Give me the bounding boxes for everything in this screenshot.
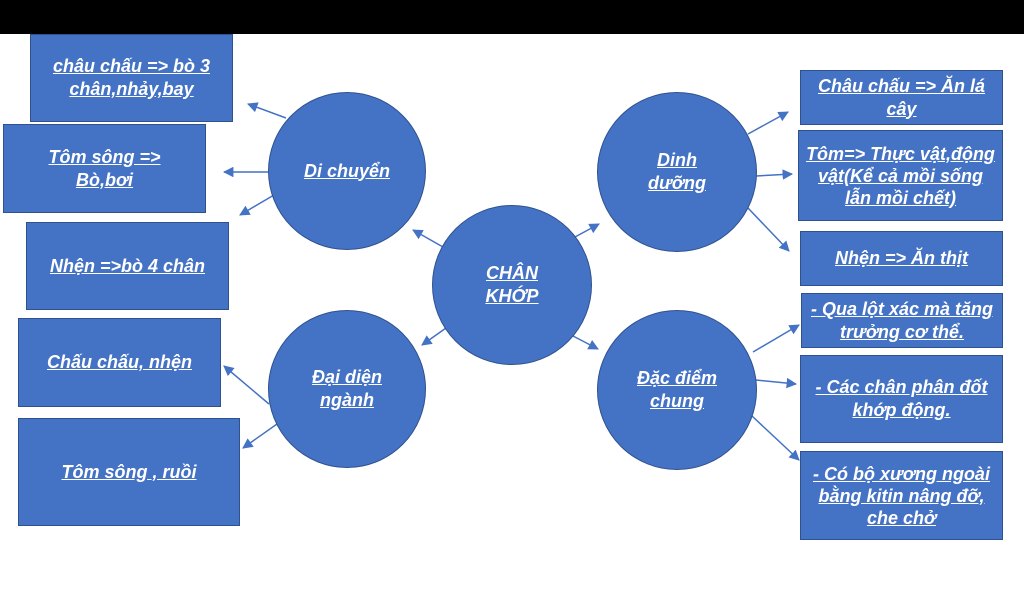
category-node-dai-dien: Đại diện ngành — [268, 310, 426, 468]
category-node-dinh-duong: Dinh dưỡng — [597, 92, 757, 252]
leaf-box-dinh-duong-1: Châu chấu => Ăn lá cây — [800, 70, 1003, 125]
edge-center-dac-diem — [572, 335, 599, 350]
edge-dinh-duong-1 — [747, 111, 789, 135]
category-label-dai-dien: Đại diện ngành — [311, 367, 382, 410]
leaf-text-dai-dien-1: Chấu chấu, nhện — [46, 352, 192, 372]
edge-dac-diem-3 — [751, 415, 800, 461]
edge-di-chuyen-1 — [247, 102, 287, 119]
leaf-box-di-chuyen-2: Tôm sông => Bò,bơi — [3, 124, 206, 213]
leaf-text-dac-diem-2: - Các chân phân đốt khớp động. — [815, 377, 988, 420]
category-label-dac-diem: Đặc điểm chung — [636, 368, 718, 411]
leaf-box-dai-dien-1: Chấu chấu, nhện — [18, 318, 221, 407]
leaf-text-di-chuyen-3: Nhện =>bò 4 chân — [49, 255, 206, 276]
edge-dinh-duong-3 — [747, 207, 790, 252]
leaf-box-dinh-duong-3: Nhện => Ăn thịt — [800, 231, 1003, 286]
leaf-text-dinh-duong-3: Nhện => Ăn thịt — [834, 248, 968, 268]
category-label-dinh-duong: Dinh dưỡng — [648, 150, 706, 193]
category-node-dac-diem: Đặc điểm chung — [597, 310, 757, 470]
leaf-box-dai-dien-2: Tôm sông , ruồi — [18, 418, 240, 526]
leaf-box-dac-diem-1: - Qua lột xác mà tăng trưởng cơ thể. — [801, 293, 1003, 348]
center-node: CHÂN KHỚP — [432, 205, 592, 365]
leaf-text-dac-diem-3: - Có bộ xương ngoài bằng kitin nâng đỡ, … — [813, 463, 990, 528]
leaf-box-dac-diem-3: - Có bộ xương ngoài bằng kitin nâng đỡ, … — [800, 451, 1003, 540]
edge-center-dai-dien — [421, 327, 447, 346]
leaf-box-di-chuyen-3: Nhện =>bò 4 chân — [26, 222, 229, 310]
edge-dai-dien-1 — [223, 365, 270, 405]
top-black-bar — [0, 0, 1024, 34]
leaf-box-di-chuyen-1: châu chấu => bò 3 chân,nhảy,bay — [30, 34, 233, 122]
edge-dac-diem-2 — [755, 377, 798, 389]
edge-center-dinh-duong — [574, 223, 600, 238]
edge-dinh-duong-2 — [755, 169, 794, 180]
edge-dai-dien-2 — [242, 423, 278, 449]
category-node-di-chuyen: Di chuyển — [268, 92, 426, 250]
leaf-text-dinh-duong-1: Châu chấu => Ăn lá cây — [817, 75, 986, 119]
edge-di-chuyen-3 — [239, 194, 275, 216]
center-label: CHÂN KHỚP — [485, 263, 539, 306]
leaf-box-dac-diem-2: - Các chân phân đốt khớp động. — [800, 355, 1003, 443]
edge-center-di-chuyen — [412, 229, 444, 248]
leaf-text-di-chuyen-1: châu chấu => bò 3 chân,nhảy,bay — [52, 56, 211, 99]
leaf-text-dac-diem-1: - Qua lột xác mà tăng trưởng cơ thể. — [810, 298, 994, 342]
leaf-text-dinh-duong-2: Tôm=> Thực vật,động vật(Kể cả mồi sống l… — [806, 143, 995, 208]
category-label-di-chuyen: Di chuyển — [303, 160, 391, 181]
edge-dac-diem-1 — [752, 324, 800, 353]
leaf-text-di-chuyen-2: Tôm sông => Bò,bơi — [48, 146, 161, 190]
leaf-text-dai-dien-2: Tôm sông , ruồi — [61, 461, 197, 482]
leaf-box-dinh-duong-2: Tôm=> Thực vật,động vật(Kể cả mồi sống l… — [798, 130, 1003, 221]
